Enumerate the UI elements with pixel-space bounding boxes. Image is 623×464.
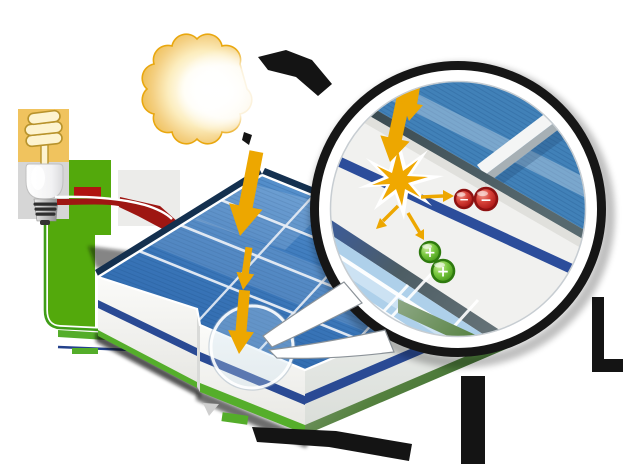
tail-beam-lower xyxy=(267,329,395,359)
bulb-coil xyxy=(24,109,63,167)
lens-source-circle xyxy=(208,303,296,391)
panel-edge-nw xyxy=(97,173,263,279)
callout-tail xyxy=(262,281,395,359)
panel-step-face xyxy=(197,309,200,392)
scatter-arrow xyxy=(381,204,400,223)
hole-symbol: + xyxy=(437,263,450,281)
spark-core xyxy=(372,150,428,206)
divider-shadow xyxy=(489,121,575,191)
sunlight-arrows xyxy=(228,150,264,354)
panel-green-left xyxy=(98,330,197,388)
red-wire-group xyxy=(54,195,180,233)
carrier-arrows xyxy=(376,190,454,240)
screw-ridge xyxy=(33,202,58,206)
green-bus-bar-2 xyxy=(72,348,98,354)
bulb-housing-gloss xyxy=(31,166,45,190)
panel-edge-nw-dark xyxy=(95,168,262,276)
screw-ridge xyxy=(35,212,56,216)
divider-top xyxy=(477,103,567,175)
debris-green xyxy=(221,412,249,425)
panel-green-front xyxy=(200,383,305,434)
magnifier-content: − − + + xyxy=(330,81,586,337)
sun-icon xyxy=(141,33,276,145)
electron-gloss xyxy=(477,190,488,197)
panel-stripe-left xyxy=(98,300,197,356)
inset-green-layer xyxy=(398,299,586,337)
debris-gray xyxy=(203,403,219,416)
accent-marks xyxy=(203,50,623,464)
divider-side xyxy=(485,113,567,185)
cfl-bulb-icon xyxy=(18,109,69,225)
green-wire xyxy=(43,224,123,333)
circuit-board-lower xyxy=(46,200,95,327)
sunlight-arrow-3 xyxy=(228,289,254,354)
inset-lower-slate xyxy=(330,218,518,337)
hole-gloss xyxy=(434,262,445,268)
sunlight-arrow-1 xyxy=(229,150,264,236)
hole-gloss xyxy=(422,244,432,249)
magnifier-circle: − − + + xyxy=(262,61,615,368)
accent-band-under-panel xyxy=(252,427,412,461)
sunlight-arrow-2 xyxy=(236,246,255,290)
accent-bar-right xyxy=(592,297,623,372)
electron-gloss xyxy=(456,192,466,197)
accent-speck xyxy=(242,132,252,145)
electron-symbol: − xyxy=(459,193,469,207)
panel-stripe-front xyxy=(200,352,305,405)
red-wire xyxy=(56,198,180,229)
hole-particles: + + xyxy=(418,240,456,284)
hole-symbol: + xyxy=(424,245,436,261)
screw-tip xyxy=(40,220,50,225)
red-wire-highlight xyxy=(54,195,173,220)
accent-arc-upper-left xyxy=(258,50,332,96)
electron-symbol: − xyxy=(480,193,492,209)
hole-arrow xyxy=(406,212,422,234)
electron-particles: − − xyxy=(453,186,499,212)
tail-beam-upper xyxy=(262,281,363,348)
accent-bar-bottom xyxy=(461,376,485,464)
screw-ridge xyxy=(34,207,57,211)
photon-spark-icon xyxy=(358,136,444,220)
sun-glow xyxy=(176,48,276,136)
terminal-minus-bar xyxy=(74,187,101,198)
electron-arrow xyxy=(420,194,444,199)
magnifier-rim-hairline xyxy=(329,80,587,338)
